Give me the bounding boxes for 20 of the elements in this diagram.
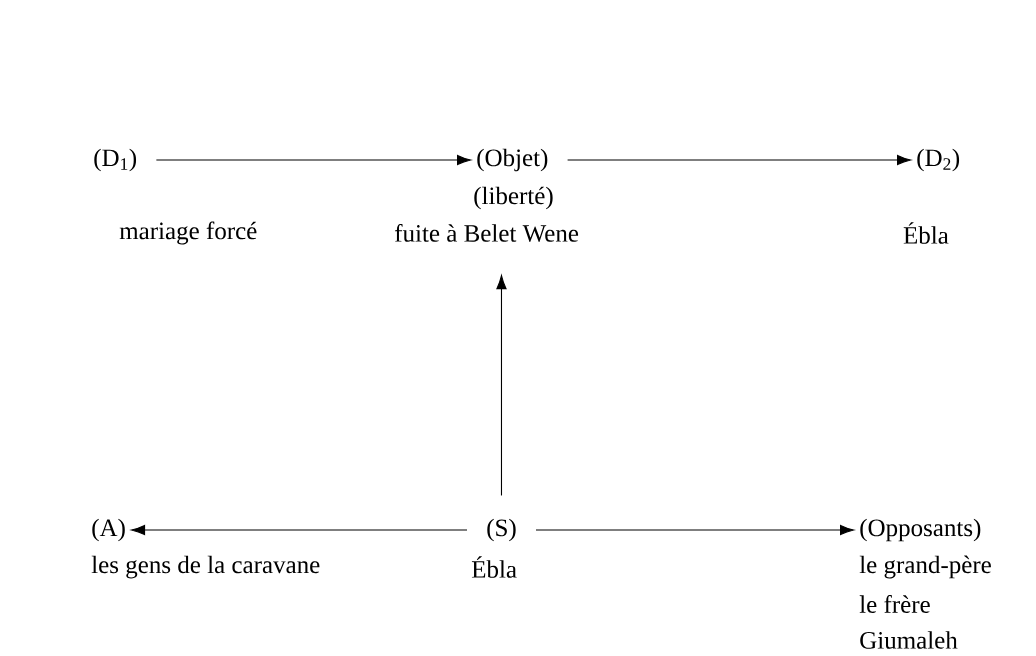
actant-value: mariage forcé [119,221,257,245]
actant-value: Ébla [471,556,517,578]
arrow [496,275,507,497]
actant-label: (Objet) [477,148,548,172]
actant-label: (D$_{1}$) [94,148,137,172]
actant-label: (Opposants) [860,518,981,542]
actant-label: (D$_{2}$) [917,148,960,172]
actant-value: le frère [859,595,930,613]
actant-value: les gens de la caravane [91,555,320,579]
arrow [535,524,855,536]
actant-value: Giumaleh [860,631,958,649]
arrow [155,154,472,166]
actant-label: (S) [487,518,516,542]
actant-value: (liberté) [474,186,553,210]
actant-value: Ébla [903,222,949,244]
actant-value: fuite à Belet Wene [394,224,579,242]
actant-value: le grand-père [859,555,991,579]
arrow [131,524,468,536]
actant-label: (A) [92,518,125,542]
arrow [567,154,912,166]
